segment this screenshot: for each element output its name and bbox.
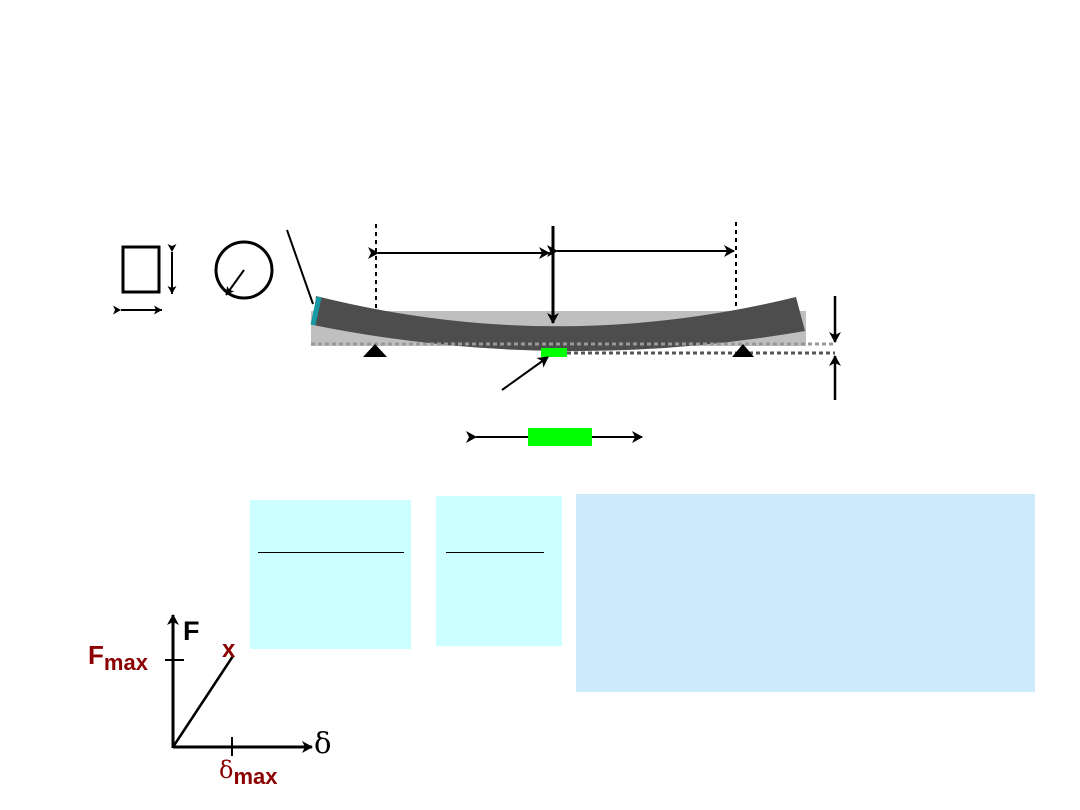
left-support bbox=[363, 344, 387, 357]
deformed-beam bbox=[313, 296, 805, 352]
formula-panel-1 bbox=[250, 500, 411, 649]
strain-gauge-pointer bbox=[501, 356, 549, 391]
circular-cross-section-icon bbox=[214, 240, 274, 300]
y-axis-label: F bbox=[183, 616, 200, 646]
end-face-pointer bbox=[286, 229, 314, 305]
load-curve bbox=[171, 655, 235, 748]
formula-panel-2 bbox=[436, 496, 562, 646]
fraction-bar bbox=[446, 552, 544, 553]
rectangular-cross-section-icon bbox=[113, 244, 177, 315]
notes-panel bbox=[576, 494, 1035, 692]
beam-end-face bbox=[310, 296, 322, 326]
force-deflection-graph bbox=[165, 614, 313, 756]
right-support bbox=[732, 344, 754, 357]
fraction-bar bbox=[258, 552, 404, 553]
strain-gauge-detail bbox=[528, 428, 592, 446]
x-axis-label: δ bbox=[314, 726, 332, 760]
failure-mark: x bbox=[222, 636, 236, 663]
dmax-label: δmax bbox=[219, 756, 278, 789]
fmax-label: Fmax bbox=[88, 640, 148, 675]
strain-gauge bbox=[541, 348, 567, 357]
